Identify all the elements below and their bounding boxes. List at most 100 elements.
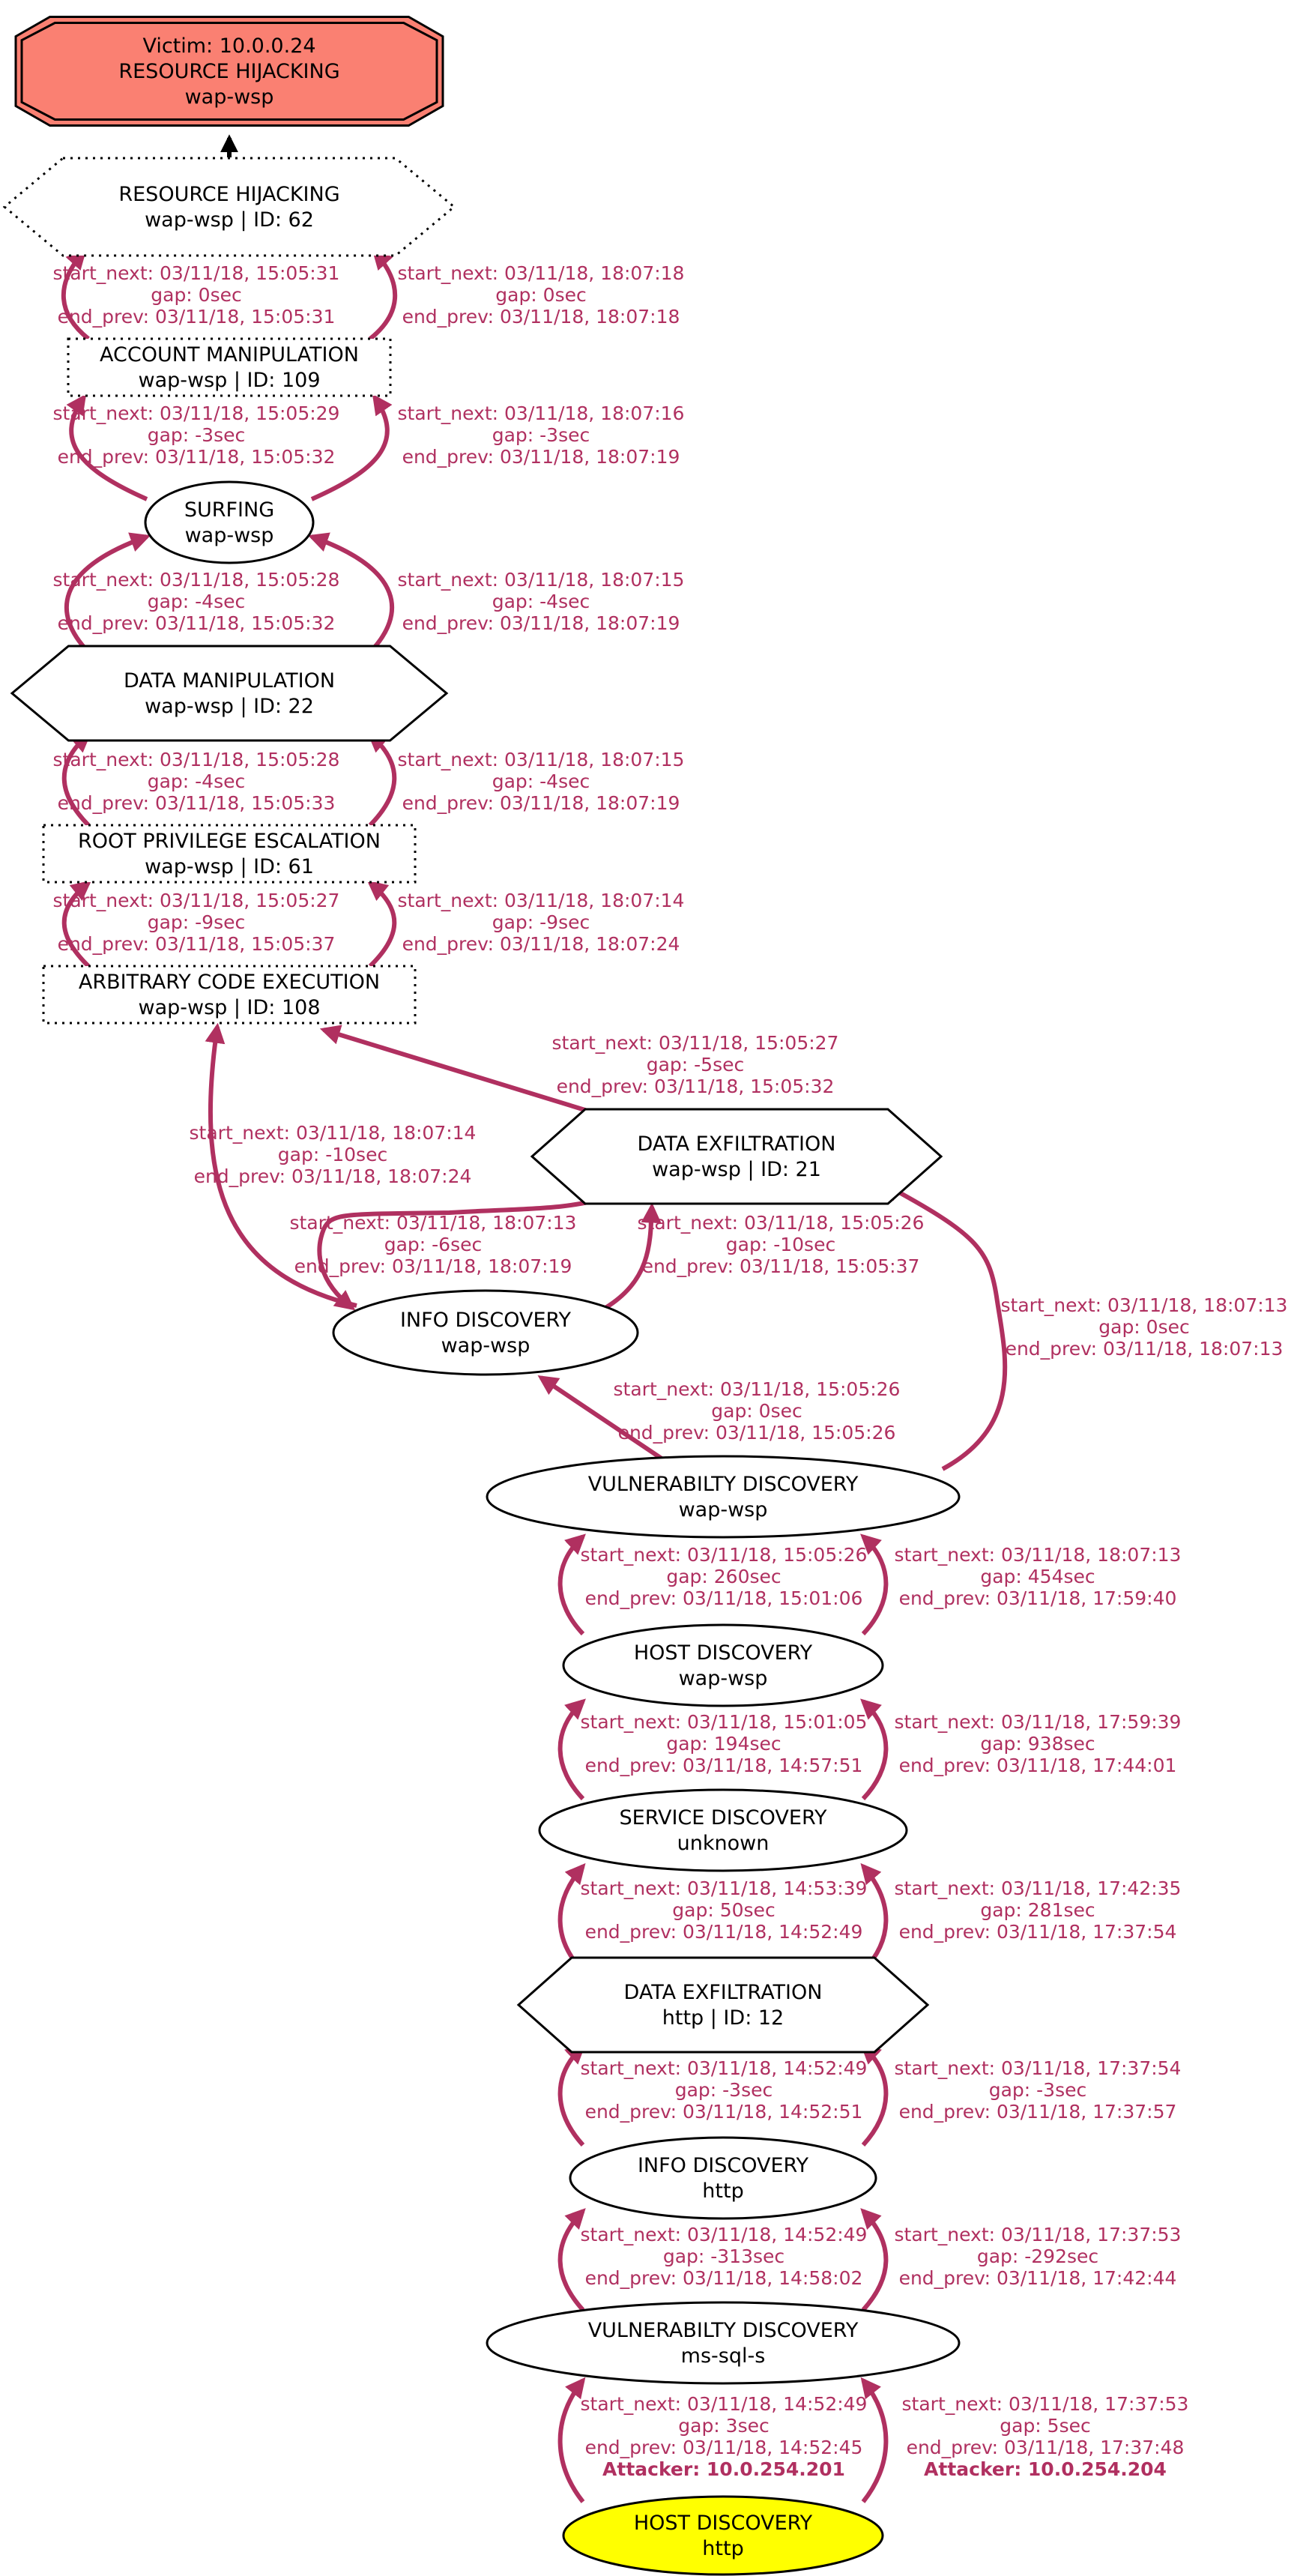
edge-label-line: gap: 0sec bbox=[711, 1400, 802, 1422]
edge-label-line: start_next: 03/11/18, 14:52:49 bbox=[581, 2057, 868, 2079]
edge-line bbox=[366, 880, 397, 968]
edge-label-line: end_prev: 03/11/18, 17:59:40 bbox=[899, 1587, 1177, 1609]
node-shape bbox=[562, 1623, 884, 1707]
edge-label-line: gap: -4sec bbox=[492, 770, 590, 792]
edge-label-line: start_next: 03/11/18, 18:07:15 bbox=[398, 749, 685, 770]
edge-label-line: gap: 0sec bbox=[151, 284, 241, 306]
node-label-line: RESOURCE HIJACKING bbox=[118, 60, 339, 83]
edge-line bbox=[860, 2208, 889, 2312]
edge-line bbox=[557, 1862, 586, 1973]
node-label-line: wap-wsp | ID: 109 bbox=[138, 369, 320, 392]
edge-label-line: gap: 3sec bbox=[678, 2415, 769, 2437]
node-shape bbox=[10, 645, 449, 742]
node-label-line: unknown bbox=[677, 1832, 770, 1855]
edge-label-line: start_next: 03/11/18, 17:59:39 bbox=[895, 1711, 1182, 1733]
node-label-line: wap-wsp bbox=[679, 1498, 768, 1521]
edge-label-line: gap: -313sec bbox=[663, 2245, 785, 2267]
node-label-line: VULNERABILTY DISCOVERY bbox=[588, 1473, 859, 1496]
edge-label-line: gap: -4sec bbox=[492, 591, 590, 612]
edge-label-line: end_prev: 03/11/18, 18:07:19 bbox=[402, 446, 680, 468]
edge-label-line: gap: 281sec bbox=[980, 1899, 1095, 1921]
edge-label-line: gap: -3sec bbox=[989, 2079, 1087, 2101]
node-shape bbox=[538, 1788, 908, 1872]
edge-label-line: gap: -3sec bbox=[148, 424, 246, 446]
node-label-line: SURFING bbox=[184, 498, 274, 522]
node-label-line: DATA EXFILTRATION bbox=[638, 1132, 836, 1156]
edge-line bbox=[205, 1022, 357, 1308]
node-shape bbox=[42, 824, 417, 884]
edge-label-line: gap: -9sec bbox=[492, 911, 590, 933]
node-shape bbox=[516, 1956, 930, 2054]
node-shape bbox=[14, 16, 444, 127]
edge-label-line: gap: -3sec bbox=[675, 2079, 773, 2101]
edge-label-line: start_next: 03/11/18, 18:07:15 bbox=[398, 569, 685, 591]
edge-label-line: end_prev: 03/11/18, 15:05:31 bbox=[58, 306, 336, 328]
edge-label-line: gap: -10sec bbox=[726, 1234, 835, 1255]
edge-line bbox=[880, 1182, 1008, 1471]
edge-label-line: start_next: 03/11/18, 17:42:35 bbox=[895, 1877, 1182, 1899]
attacker-label: Attacker: 10.0.254.201 bbox=[602, 2458, 845, 2480]
edge-label-line: end_prev: 03/11/18, 18:07:13 bbox=[1006, 1338, 1284, 1360]
edge-label-line: end_prev: 03/11/18, 15:05:37 bbox=[58, 933, 336, 955]
node-label-line: Victim: 10.0.0.24 bbox=[142, 34, 315, 58]
edge-label-line: end_prev: 03/11/18, 17:37:48 bbox=[907, 2437, 1185, 2458]
node-shape bbox=[67, 337, 392, 397]
node-label-line: wap-wsp | ID: 108 bbox=[138, 996, 320, 1019]
edge-label-line: end_prev: 03/11/18, 17:37:57 bbox=[899, 2101, 1177, 2123]
edge-label-line: end_prev: 03/11/18, 17:42:44 bbox=[899, 2267, 1177, 2289]
edge-label-line: gap: -3sec bbox=[492, 424, 590, 446]
edge-label-line: end_prev: 03/11/18, 14:52:51 bbox=[585, 2101, 863, 2123]
edge-label-line: end_prev: 03/11/18, 15:05:32 bbox=[58, 446, 336, 468]
edge-label-line: start_next: 03/11/18, 15:05:28 bbox=[53, 749, 340, 770]
node-shape bbox=[530, 1108, 943, 1205]
edge-label-line: start_next: 03/11/18, 14:52:49 bbox=[581, 2393, 868, 2415]
edge-label-line: start_next: 03/11/18, 15:05:28 bbox=[53, 569, 340, 591]
node-label-line: INFO DISCOVERY bbox=[638, 2154, 809, 2177]
edge-label-line: end_prev: 03/11/18, 15:05:32 bbox=[58, 612, 336, 634]
node-shape bbox=[332, 1289, 639, 1376]
edge-line bbox=[66, 393, 148, 501]
edge-label-line: start_next: 03/11/18, 14:52:49 bbox=[581, 2224, 868, 2245]
edge-line bbox=[557, 1698, 586, 1801]
edge-line bbox=[860, 2377, 889, 2503]
node-label-line: VULNERABILTY DISCOVERY bbox=[588, 2319, 859, 2342]
edge-label-line: end_prev: 03/11/18, 17:37:54 bbox=[899, 1921, 1177, 1943]
